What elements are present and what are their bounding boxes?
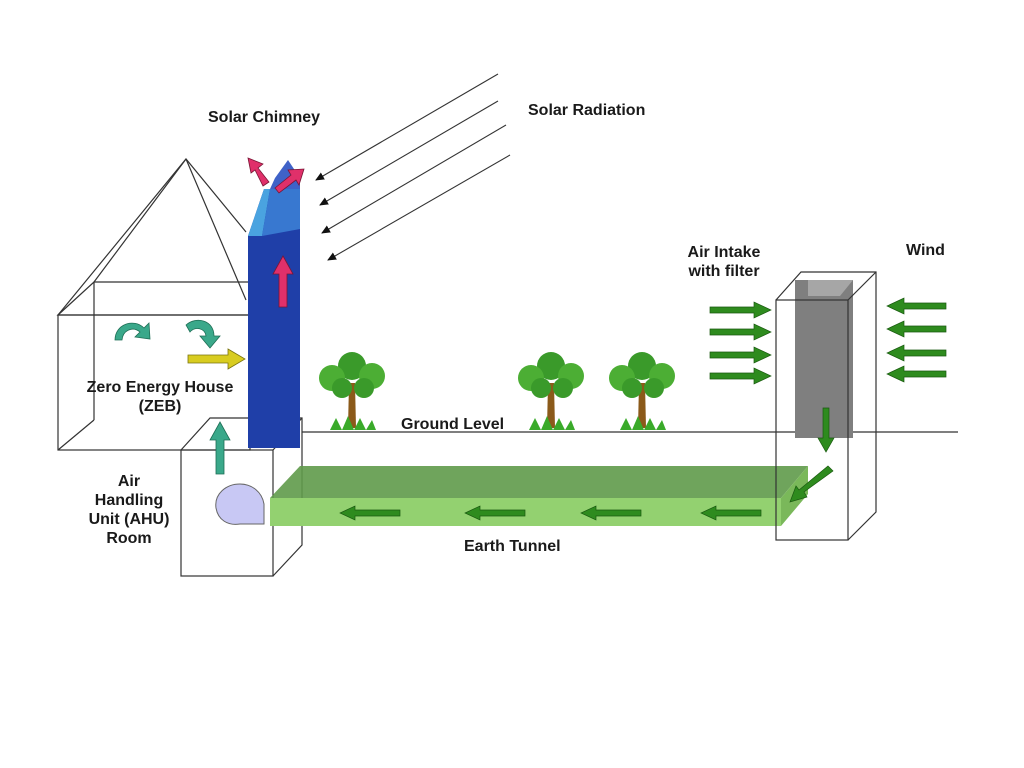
airflow-arrow-icon bbox=[789, 465, 834, 503]
zero-energy-house-label-line2: (ZEB) bbox=[138, 398, 182, 415]
tree-icon bbox=[319, 352, 385, 430]
intake-down-arrows bbox=[789, 407, 835, 503]
solar-rays bbox=[315, 73, 511, 261]
solar-ray-icon bbox=[327, 154, 511, 261]
air-intake-label-line1: Air Intake bbox=[687, 244, 761, 261]
airflow-arrow-icon bbox=[709, 367, 772, 385]
airflow-arrow-icon bbox=[886, 320, 947, 338]
ahu-up-arrow-icon bbox=[209, 421, 231, 475]
wind-label: Wind bbox=[906, 242, 945, 259]
air-intake-arrows bbox=[709, 301, 772, 385]
roof-front-edge bbox=[57, 158, 247, 316]
hot-air-exhaust-arrow-icon bbox=[274, 168, 305, 194]
airflow-arrow-icon bbox=[700, 505, 762, 521]
recirculation-arrow-icon bbox=[185, 319, 221, 349]
hot-air-exhaust-arrow-icon bbox=[247, 157, 270, 187]
zero-energy-house-label-line1: Zero Energy House bbox=[86, 379, 234, 396]
hot-air-up-arrow-icon bbox=[272, 255, 294, 308]
recirculation-arrow-icon bbox=[114, 322, 151, 341]
solar-chimney bbox=[248, 160, 300, 448]
recirculation-arrows bbox=[114, 319, 221, 349]
airflow-arrow-icon bbox=[817, 407, 835, 453]
tree-icon bbox=[518, 352, 584, 430]
solar-ray-icon bbox=[319, 100, 499, 206]
airflow-arrow-icon bbox=[339, 505, 401, 521]
airflow-arrow-icon bbox=[886, 297, 947, 315]
ahu-label-line2: Handling bbox=[94, 492, 164, 509]
airflow-arrow-icon bbox=[886, 344, 947, 362]
ground-level-label: Ground Level bbox=[401, 416, 505, 433]
air-intake-box bbox=[775, 271, 877, 541]
ahu-label-line3: Unit (AHU) bbox=[88, 511, 170, 528]
earth-tunnel-label: Earth Tunnel bbox=[464, 538, 561, 555]
ahu-label-line4: Room bbox=[106, 530, 152, 547]
air-intake-label-line2: with filter bbox=[688, 263, 760, 280]
roof-ridge-back bbox=[185, 158, 247, 301]
hot-air-arrows bbox=[247, 157, 305, 308]
trees bbox=[319, 352, 675, 430]
supply-air-arrow-icon bbox=[187, 348, 246, 370]
airflow-arrow-icon bbox=[464, 505, 526, 521]
airflow-arrow-icon bbox=[709, 346, 772, 364]
air-intake-label: Air Intake with filter bbox=[676, 243, 772, 281]
solar-ray-icon bbox=[315, 73, 499, 181]
solar-chimney-label: Solar Chimney bbox=[208, 109, 321, 126]
tunnel-airflow-arrows bbox=[339, 505, 762, 521]
airflow-arrow-icon bbox=[709, 323, 772, 341]
fan-icon bbox=[215, 483, 265, 525]
zero-energy-house-label: Zero Energy House (ZEB) bbox=[70, 378, 250, 416]
tree-icon bbox=[609, 352, 675, 430]
house-top-face bbox=[56, 281, 251, 316]
airflow-arrow-icon bbox=[580, 505, 642, 521]
airflow-arrow-icon bbox=[709, 301, 772, 319]
ahu-label-line1: Air bbox=[117, 473, 141, 490]
ahu-room-label: Air Handling Unit (AHU) Room bbox=[78, 472, 180, 548]
airflow-arrow-icon bbox=[886, 365, 947, 383]
roof-back-edge bbox=[93, 158, 187, 283]
wind-arrows bbox=[886, 297, 947, 383]
solar-radiation-label: Solar Radiation bbox=[528, 102, 646, 119]
solar-ray-icon bbox=[321, 124, 507, 234]
